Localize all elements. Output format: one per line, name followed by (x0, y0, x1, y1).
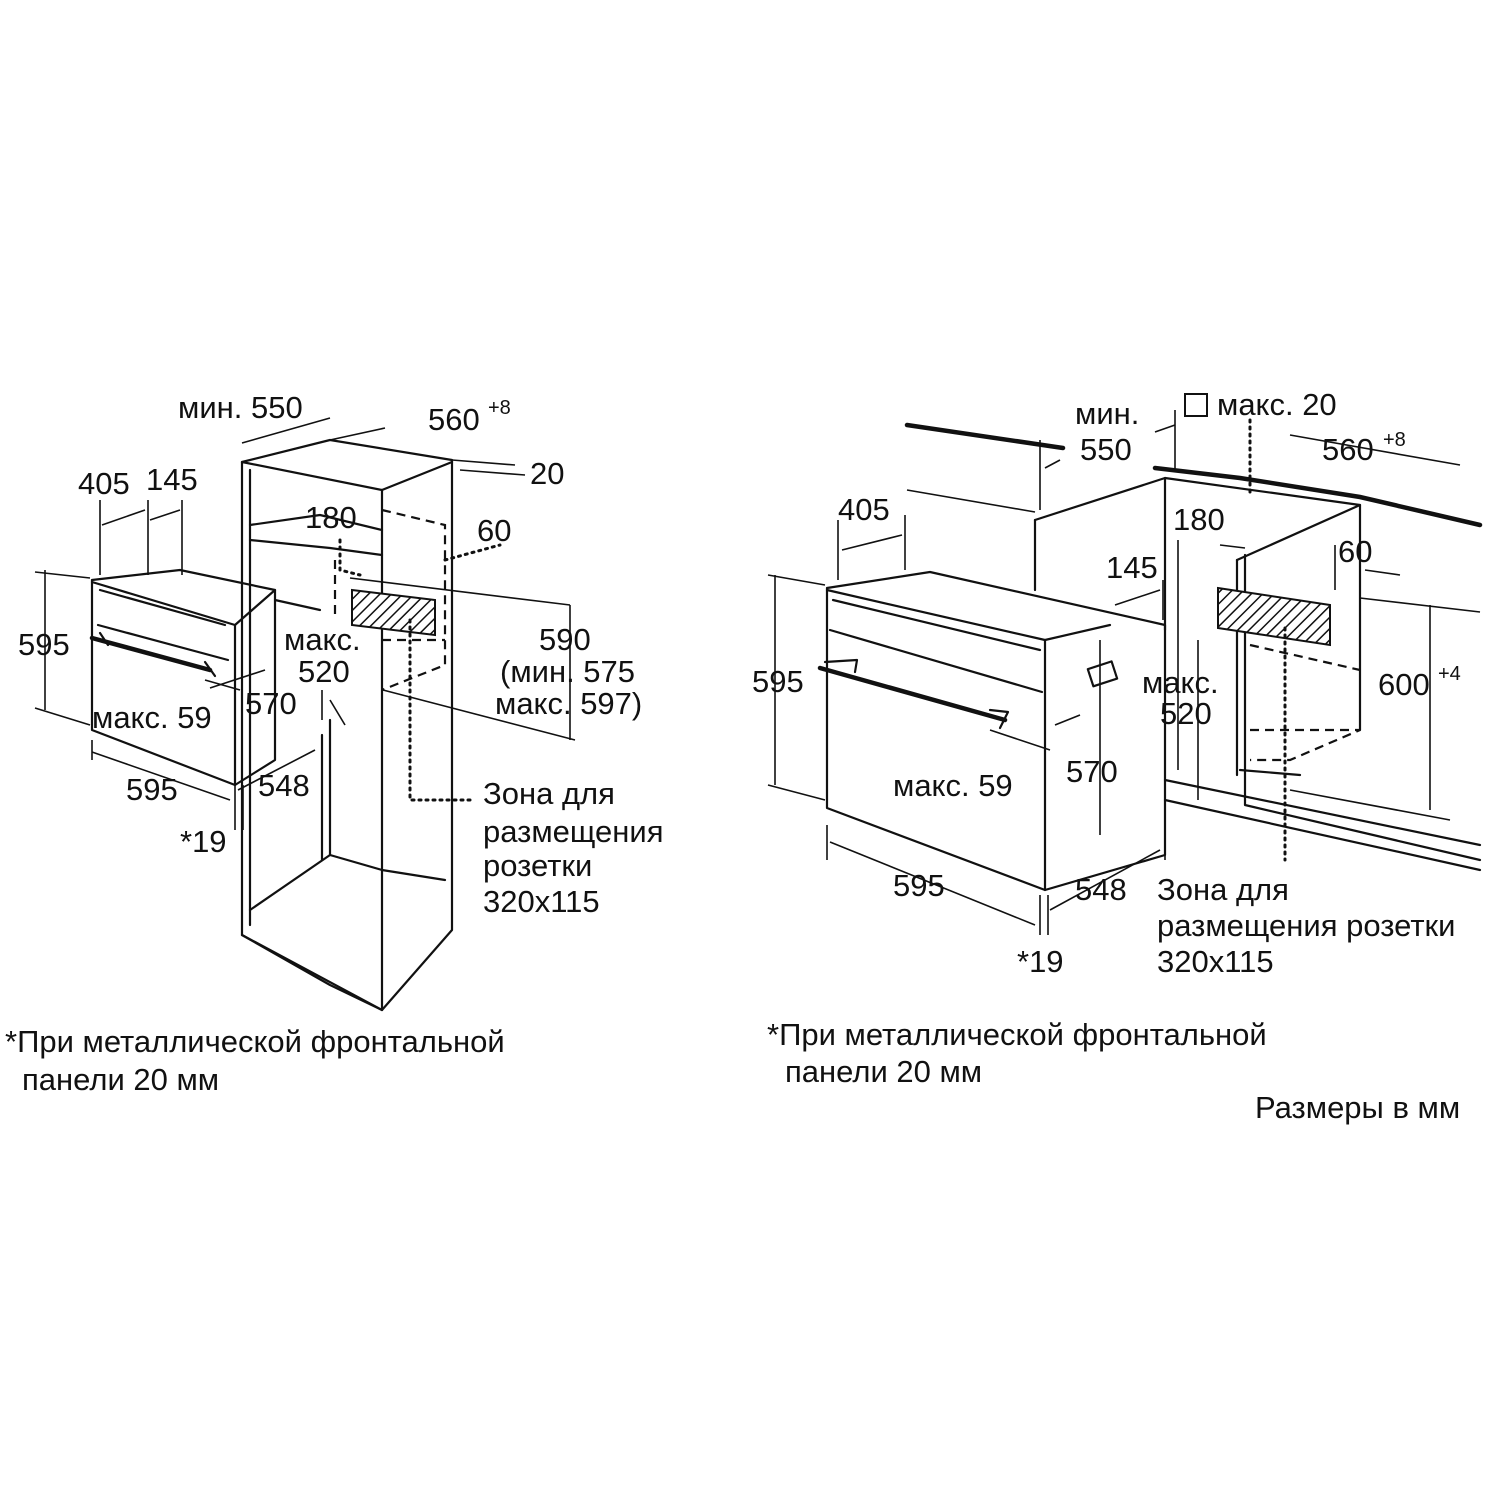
right-600-tol: +4 (1438, 663, 1461, 685)
right-footnote-line2: панели 20 мм (785, 1054, 982, 1089)
left-star-19: *19 (180, 824, 227, 859)
left-oven-body (90, 568, 277, 787)
units-note: Размеры в мм (1255, 1090, 1460, 1125)
left-footnote-line1: *При металлической фронтальной (5, 1024, 505, 1059)
left-zone-line1: Зона для (483, 776, 615, 811)
right-600: 600 (1378, 667, 1430, 702)
left-590-min: (мин. 575 (500, 654, 635, 689)
right-595-height: 595 (752, 664, 804, 699)
left-max-label: макс. (284, 622, 361, 657)
left-145: 145 (146, 462, 198, 497)
left-footnote-line2: панели 20 мм (22, 1062, 219, 1097)
left-590-max: макс. 597) (495, 686, 642, 721)
right-180: 180 (1173, 502, 1225, 537)
right-labels: мин. 550 макс. 20 560 +8 405 180 145 60 … (752, 387, 1461, 1125)
right-countertop-back (904, 422, 1066, 451)
left-max-59: макс. 59 (92, 700, 212, 735)
left-min-550: мин. 550 (178, 390, 303, 425)
left-socket-zone (351, 588, 436, 637)
left-560-tol: +8 (488, 397, 511, 419)
right-max-20: макс. 20 (1217, 387, 1337, 422)
left-zone-line4: 320x115 (483, 884, 600, 919)
right-548: 548 (1075, 872, 1127, 907)
right-star-19: *19 (1017, 944, 1064, 979)
right-socket-zone (1217, 586, 1331, 647)
left-zone-line2: размещения (483, 814, 664, 849)
right-min: мин. (1075, 396, 1139, 431)
left-570: 570 (245, 686, 297, 721)
left-595-height: 595 (18, 627, 70, 662)
right-countertop-front (1152, 465, 1483, 528)
left-548: 548 (258, 768, 310, 803)
left-60: 60 (477, 513, 511, 548)
left-cabinet-drawing (34, 417, 576, 1012)
right-counter-drawing (767, 410, 1483, 935)
right-560: 560 (1322, 432, 1374, 467)
right-max-59: макс. 59 (893, 768, 1013, 803)
right-595-width: 595 (893, 868, 945, 903)
right-oven-body (825, 570, 1167, 892)
left-20: 20 (530, 456, 564, 491)
right-max-520: 520 (1160, 696, 1212, 731)
left-labels: мин. 550 560 +8 20 405 145 180 60 595 ма… (5, 390, 664, 1097)
right-zone-line3: 320x115 (1157, 944, 1274, 979)
right-zone-line1: Зона для (1157, 872, 1289, 907)
right-560-tol: +8 (1383, 429, 1406, 451)
left-max-520: 520 (298, 654, 350, 689)
right-550: 550 (1080, 432, 1132, 467)
right-zone-line2: размещения розетки (1157, 908, 1455, 943)
square-icon (1184, 393, 1208, 417)
right-145: 145 (1106, 550, 1158, 585)
left-zone-line3: розетки (483, 848, 592, 883)
right-max-label: макс. (1142, 665, 1219, 700)
right-60: 60 (1338, 534, 1372, 569)
left-590: 590 (539, 622, 591, 657)
left-180: 180 (305, 500, 357, 535)
right-405: 405 (838, 492, 890, 527)
left-560: 560 (428, 402, 480, 437)
left-595-width: 595 (126, 772, 178, 807)
right-footnote-line1: *При металлической фронтальной (767, 1017, 1267, 1052)
left-405: 405 (78, 466, 130, 501)
right-570: 570 (1066, 754, 1118, 789)
